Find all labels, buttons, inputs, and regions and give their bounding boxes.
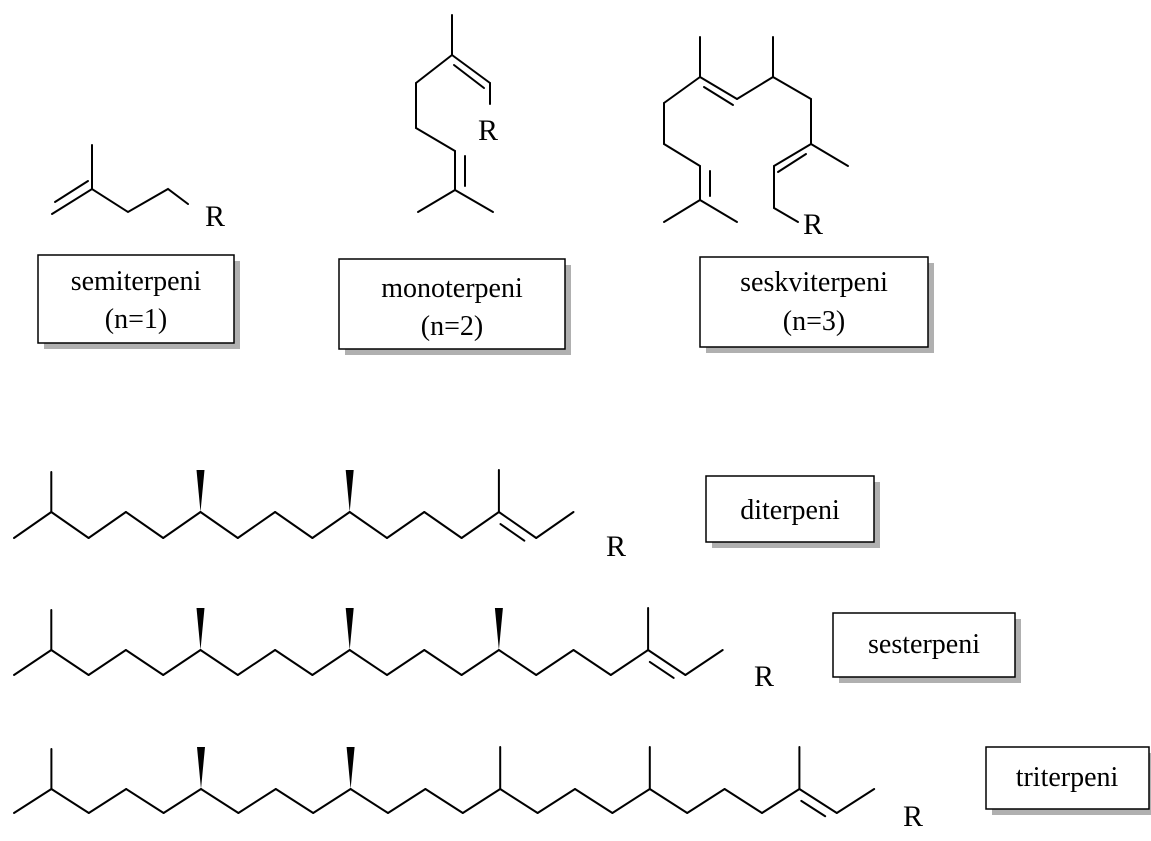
sesterterpene-bond <box>87 649 127 676</box>
triterpene-wedge-methyl <box>197 747 205 789</box>
diterpene-bond <box>236 511 277 539</box>
diterpene-bond <box>13 511 53 539</box>
semiterpeni-box: semiterpeni (n=1) <box>37 254 240 349</box>
diterpene-bond <box>274 511 314 539</box>
diterpeni-name: diterpeni <box>740 495 840 526</box>
triterpene-bond <box>835 788 876 814</box>
sesterterpene-r-label: R <box>754 660 774 693</box>
semiterpeni-name: semiterpeni <box>71 266 202 297</box>
sesquiterpene-r-label: R <box>803 208 823 241</box>
sesterterpene-bond <box>274 649 314 676</box>
triterpene-r-label: R <box>903 800 923 833</box>
diterpene-r-label: R <box>606 530 626 563</box>
sesterterpene-bond <box>124 649 165 676</box>
triterpene-bond <box>536 788 576 814</box>
monoterpene-structure <box>415 14 494 213</box>
triterpene-bond <box>312 788 352 814</box>
diterpeni-box: diterpeni <box>705 475 880 548</box>
sesterterpene-bond <box>647 649 687 676</box>
diterpene-double-bond <box>499 523 526 542</box>
sesterterpene-wedge-methyl <box>196 608 205 650</box>
sesterterpene-bond <box>311 649 351 676</box>
sesterpeni-box: sesterpeni <box>832 612 1021 683</box>
diterpene-wedge-methyl <box>196 470 205 512</box>
triterpeni-box: triterpeni <box>985 746 1151 815</box>
monoterpeni-count: (n=2) <box>421 311 483 342</box>
triterpene-bond <box>686 788 726 814</box>
triterpene-bond <box>424 788 464 814</box>
diterpene-bond <box>162 511 202 539</box>
seskviterpeni-name: seskviterpeni <box>740 267 888 298</box>
sesterterpene-bond <box>684 649 724 676</box>
sesterterpene-bond <box>572 649 612 676</box>
diterpene-bond <box>535 511 575 539</box>
monoterpene-r-label: R <box>478 114 498 147</box>
triterpene-bond <box>274 788 315 814</box>
triterpeni-name: triterpeni <box>1016 762 1119 793</box>
sesquiterpene-structure <box>663 36 849 223</box>
sesterterpene-bond <box>162 649 202 676</box>
triterpene-bond <box>723 788 763 814</box>
triterpene-bond <box>574 788 614 814</box>
sesterpeni-name: sesterpeni <box>868 629 980 660</box>
triterpene-bond <box>13 788 53 814</box>
diterpene-bond <box>50 511 90 539</box>
triterpene-bond <box>648 788 689 814</box>
sesterterpene-bond <box>609 649 650 676</box>
diterpene-bond <box>460 511 500 539</box>
triterpene-bond <box>798 788 838 814</box>
triterpene-bond <box>162 788 202 814</box>
diterpene-bond <box>497 511 538 539</box>
sesterterpene-bond <box>423 649 463 676</box>
sesterterpene-bond <box>236 649 277 676</box>
diterpene-structure <box>13 469 575 542</box>
triterpene-bond <box>200 788 240 814</box>
monoterpeni-name: monoterpeni <box>381 273 523 304</box>
triterpene-bond <box>387 788 427 814</box>
triterpene-bond <box>349 788 389 814</box>
sesterterpene-structure <box>13 607 724 679</box>
monoterpeni-box: monoterpeni (n=2) <box>338 258 571 355</box>
diterpene-bond <box>311 511 351 539</box>
diterpene-bond <box>386 511 426 539</box>
triterpene-bond <box>87 788 128 814</box>
diterpene-bond <box>199 511 239 539</box>
triterpene-bond <box>125 788 165 814</box>
diterpene-bond <box>423 511 463 539</box>
triterpene-wedge-methyl <box>346 747 355 789</box>
diterpene-bond <box>87 511 127 539</box>
sesterterpene-bond <box>348 649 388 676</box>
seskviterpeni-box: seskviterpeni (n=3) <box>699 256 934 353</box>
triterpene-bond <box>461 788 502 814</box>
sesterterpene-bond <box>199 649 239 676</box>
sesterterpene-bond <box>386 649 426 676</box>
triterpene-bond <box>499 788 539 814</box>
triterpene-structure <box>13 746 876 818</box>
sesterterpene-bond <box>497 649 538 676</box>
diterpene-wedge-methyl <box>345 470 354 512</box>
sesterterpene-wedge-methyl <box>494 608 503 650</box>
triterpene-bond <box>611 788 651 814</box>
semiterpene-structure <box>51 144 189 215</box>
diterpene-bond <box>124 511 165 539</box>
seskviterpeni-count: (n=3) <box>783 306 845 337</box>
triterpene-bond <box>237 788 277 814</box>
semiterpeni-count: (n=1) <box>105 304 167 335</box>
triterpene-bond <box>761 788 801 814</box>
sesterterpene-bond <box>50 649 90 676</box>
triterpene-bond <box>50 788 90 814</box>
diterpene-bond <box>348 511 388 539</box>
sesterterpene-bond <box>13 649 53 676</box>
sesterterpene-double-bond <box>648 660 675 679</box>
sesterterpene-bond <box>535 649 575 676</box>
triterpene-double-bond <box>800 799 827 818</box>
semiterpene-r-label: R <box>205 200 225 233</box>
sesterterpene-bond <box>460 649 500 676</box>
sesterterpene-wedge-methyl <box>345 608 354 650</box>
